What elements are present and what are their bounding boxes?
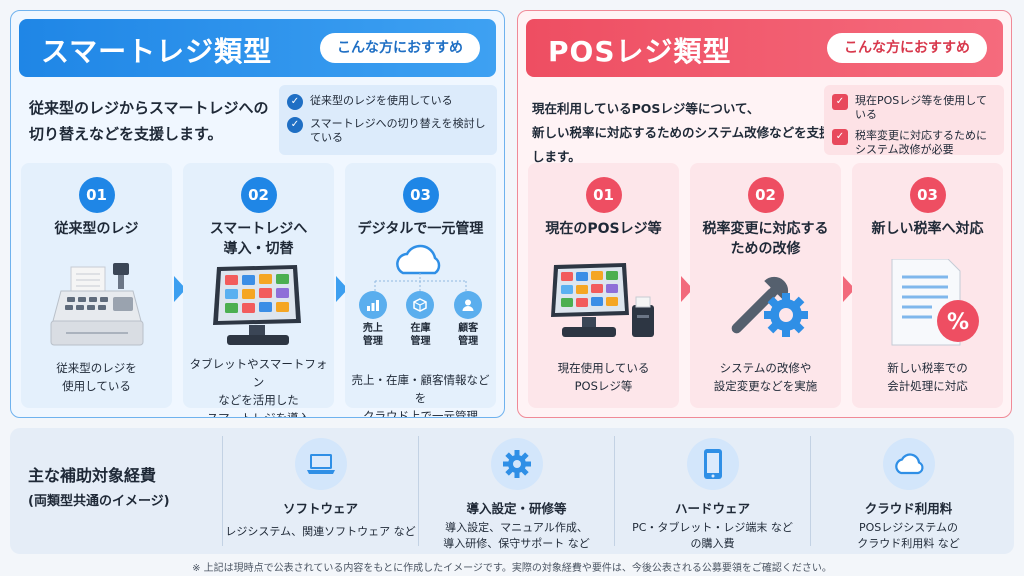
step-title: デジタルで一元管理: [357, 221, 484, 237]
desc-line: 現在利用しているPOSレジ等について、: [532, 101, 760, 116]
recommend-pill: こんな方におすすめ: [320, 33, 480, 63]
step-desc: 新しい税率での会計処理に対応: [887, 361, 968, 393]
step-number: 01: [585, 177, 622, 213]
check-icon: ✓: [287, 94, 303, 110]
step-desc: システムの改修や設定変更などを実施: [713, 361, 818, 393]
check-item: ✓現在POSレジ等を使用している: [832, 94, 996, 122]
gear-icon: [490, 438, 543, 490]
user-icon: [454, 291, 483, 319]
document-percent-icon: %: [891, 259, 979, 346]
step-number: 02: [747, 177, 784, 213]
check-item: ✓税率変更に対応するためにシステム改修が必要: [832, 129, 996, 157]
step-number: 03: [402, 177, 439, 213]
pos-regi-title: POSレジ類型: [548, 35, 732, 68]
bar-chart-icon: [358, 291, 387, 319]
smart-recommend-checklist: ✓従来型のレジを使用している ✓スマートレジへの切り替えを検討している: [279, 85, 497, 155]
pos-regi-panel: POSレジ類型 こんな方におすすめ 現在利用しているPOSレジ等について、 新し…: [517, 10, 1012, 418]
desc-line: 新しい税率に対応するためのシステム改修などを支援します。: [532, 125, 832, 164]
step-desc: 売上・在庫・顧客情報などをクラウド上で一元管理: [351, 373, 490, 418]
expense-hardware: ハードウェア PC・タブレット・レジ端末 などの購入費: [614, 436, 810, 550]
step-title: スマートレジへ導入・切替: [209, 221, 308, 257]
pos-regi-header: POSレジ類型 こんな方におすすめ: [526, 19, 1003, 77]
percent-symbol: %: [947, 310, 969, 335]
step-title: 税率変更に対応するための改修: [702, 221, 829, 257]
tablet-pos-icon: [213, 265, 301, 345]
check-icon: ✓: [832, 129, 848, 145]
cloud-icon: [374, 244, 467, 291]
eligible-expenses-section: 主な補助対象経費 (両類型共通のイメージ) ソフトウェア レジシステム、関連ソフ…: [10, 428, 1014, 554]
smart-regi-header: スマートレジ類型 こんな方におすすめ: [19, 19, 496, 77]
smart-regi-title: スマートレジ類型: [41, 35, 273, 68]
pos-step-1: 01 現在のPOSレジ等: [528, 163, 679, 408]
wrench-gear-icon: [731, 276, 808, 337]
customer-management: 顧客管理: [446, 291, 490, 348]
expense-setup-training: 導入設定・研修等 導入設定、マニュアル作成、導入研修、保守サポート など: [418, 436, 614, 550]
step-number: 01: [78, 177, 115, 213]
smart-step-3: 03 デジタルで一元管理 売上管理 在庫管理: [345, 163, 496, 417]
smartphone-icon: [686, 438, 739, 490]
sales-management: 売上管理: [351, 291, 395, 348]
smart-regi-description: 従来型のレジからスマートレジへの 切り替えなどを支援します。: [29, 95, 279, 147]
box-icon: [406, 291, 435, 319]
step-number: 03: [909, 177, 946, 213]
laptop-icon: [294, 438, 347, 490]
step-title: 現在のPOSレジ等: [545, 221, 662, 237]
check-icon: ✓: [832, 94, 848, 110]
expenses-subtitle: (両類型共通のイメージ): [28, 494, 170, 509]
smart-step-2: 02 スマートレジへ導入・切替: [183, 163, 334, 417]
tablet-pos-icon: [551, 263, 654, 337]
footnote: ※ 上記は現時点で公表されている内容をもとに作成したイメージです。実際の対象経費…: [192, 563, 832, 574]
pos-recommend-checklist: ✓現在POSレジ等を使用している ✓税率変更に対応するためにシステム改修が必要: [824, 85, 1004, 157]
cash-register-icon: [50, 263, 144, 346]
check-item: ✓スマートレジへの切り替えを検討している: [287, 117, 489, 145]
inventory-management: 在庫管理: [398, 291, 442, 348]
cloud-management-items: 売上管理 在庫管理 顧客管理: [349, 291, 492, 348]
pos-step-3: 03 新しい税率へ対応 % 新しい税率での会計処理に対応: [852, 163, 1003, 408]
pos-step-2: 02 税率変更に対応するための改修: [690, 163, 841, 408]
pos-regi-description: 現在利用しているPOSレジ等について、 新しい税率に対応するためのシステム改修な…: [532, 97, 832, 169]
step-desc: タブレットやスマートフォンなどを活用したスマートレジを導入: [189, 357, 328, 418]
check-icon: ✓: [287, 117, 303, 133]
desc-line: 切り替えなどを支援します。: [29, 125, 223, 143]
step-title: 従来型のレジ: [54, 221, 139, 237]
smart-step-1: 01 従来型のレジ 従来型のレジを使用している: [21, 163, 172, 408]
expenses-title: 主な補助対象経費: [28, 466, 157, 485]
expense-cloud: クラウド利用料 POSレジシステムのクラウド利用料 など: [810, 436, 1006, 550]
expense-software: ソフトウェア レジシステム、関連ソフトウェア など: [222, 436, 418, 546]
check-item: ✓従来型のレジを使用している: [287, 94, 489, 110]
smart-regi-panel: スマートレジ類型 こんな方におすすめ 従来型のレジからスマートレジへの 切り替え…: [10, 10, 505, 418]
recommend-pill: こんな方におすすめ: [827, 33, 987, 63]
step-desc: 従来型のレジを使用している: [56, 361, 137, 393]
step-number: 02: [240, 177, 277, 213]
cloud-icon: [882, 438, 935, 490]
step-title: 新しい税率へ対応: [871, 221, 984, 237]
desc-line: 従来型のレジからスマートレジへの: [29, 99, 269, 117]
